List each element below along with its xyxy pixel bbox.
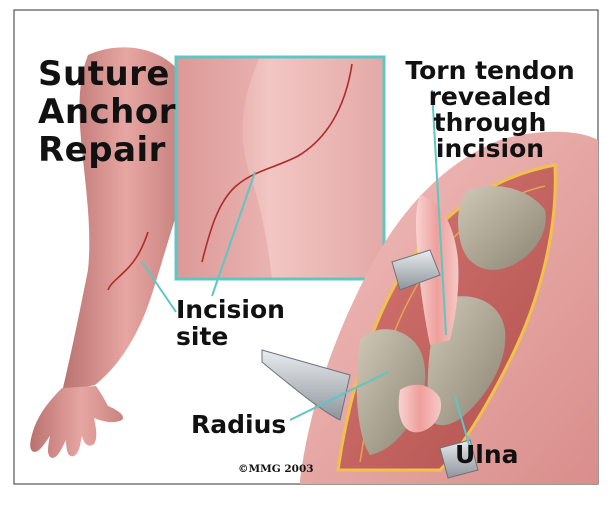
- title-line-1: Suture: [38, 55, 176, 93]
- title-line-3: Repair: [38, 131, 176, 169]
- label-incision-site: Incision site: [176, 296, 285, 350]
- torn-line-1: Torn tendon: [405, 58, 575, 84]
- label-ulna: Ulna: [455, 442, 519, 467]
- torn-line-4: incision: [405, 136, 575, 162]
- torn-line-2: revealed: [405, 84, 575, 110]
- inset-zoom: [176, 57, 384, 279]
- torn-line-3: through: [405, 110, 575, 136]
- label-torn-tendon: Torn tendon revealed through incision: [405, 58, 575, 162]
- copyright-notice: ©MMG 2003: [238, 463, 314, 475]
- title-line-2: Anchor: [38, 93, 176, 131]
- label-radius: Radius: [191, 412, 286, 437]
- incision-line-2: site: [176, 323, 285, 350]
- diagram-title: Suture Anchor Repair: [38, 55, 176, 169]
- incision-line-1: Incision: [176, 296, 285, 323]
